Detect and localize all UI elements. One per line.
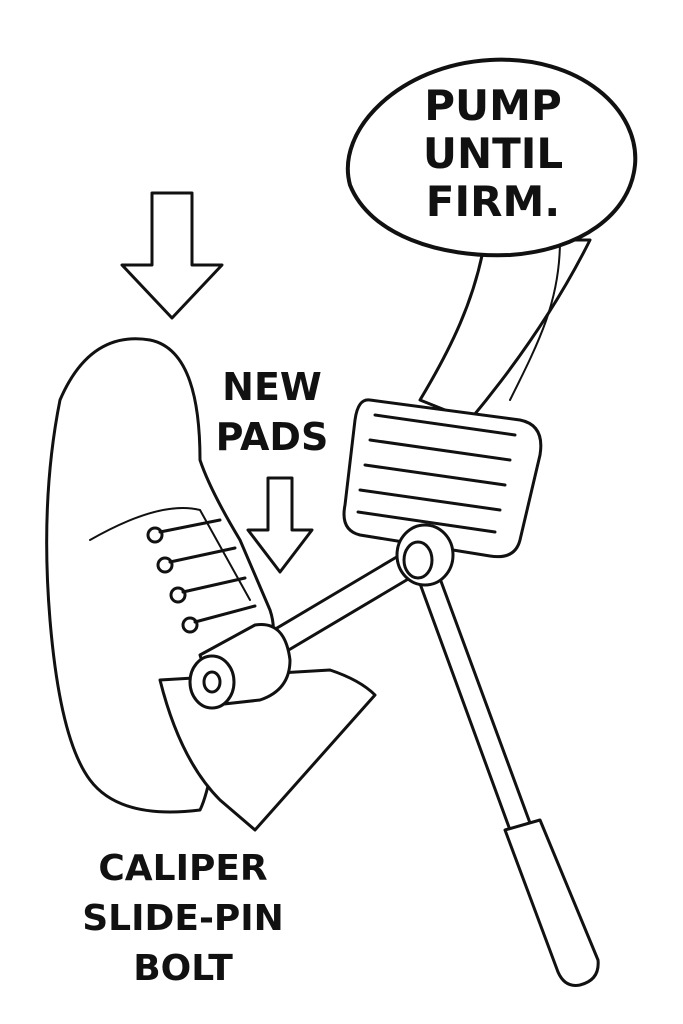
label-line: PADS <box>216 415 329 459</box>
pedal-arm <box>418 238 592 422</box>
down-arrow-large <box>120 191 224 320</box>
label-line: CALIPER <box>98 848 267 889</box>
down-arrow-small <box>246 476 314 574</box>
label-line: NEW <box>222 365 322 409</box>
speech-bubble <box>346 57 638 258</box>
caliper-bolt-label: CALIPER SLIDE-PIN BOLT <box>82 848 284 989</box>
label-line: SLIDE-PIN <box>82 898 284 939</box>
bubble-line: UNTIL <box>423 129 563 178</box>
bubble-line: FIRM. <box>426 177 560 226</box>
bleeder-rod <box>413 563 532 832</box>
rod-handle <box>503 818 600 987</box>
label-line: BOLT <box>133 948 233 989</box>
new-pads-label: NEW PADS <box>216 365 329 459</box>
speech-bubble-text: PUMP UNTIL FIRM. <box>423 81 563 226</box>
bubble-line: PUMP <box>424 81 561 130</box>
pant-leg <box>158 668 377 832</box>
